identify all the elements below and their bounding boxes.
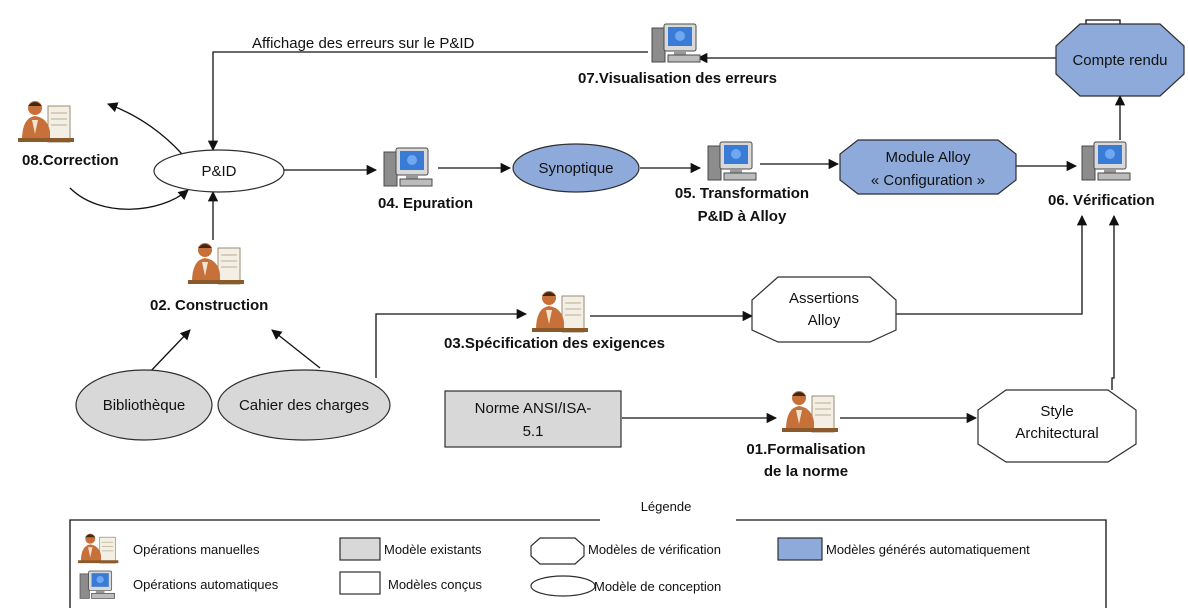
bibliotheque-node: Bibliothèque: [75, 369, 213, 441]
assertions-line2: Alloy: [808, 312, 841, 329]
compte-rendu-node: Compte rendu: [1055, 23, 1185, 97]
edge-bibliotheque-to-construction: [147, 329, 191, 375]
step-correction: 08.Correction: [22, 152, 119, 169]
correction-person-icon: [17, 100, 75, 143]
edge-style-to-verification: [1108, 214, 1120, 390]
step-formalisation-line1: 01.Formalisation: [746, 441, 865, 458]
step-transformation-line2: P&ID à Alloy: [698, 208, 787, 225]
edges: [69, 19, 1126, 424]
legend-title: Légende: [641, 499, 692, 514]
compte-rendu-label: Compte rendu: [1072, 52, 1167, 69]
visualisation-computer-icon: [651, 23, 701, 63]
style-line2: Architectural: [1015, 425, 1098, 442]
edge-assertions-to-verification: [895, 214, 1088, 315]
norme-node: Norme ANSI/ISA- 5.1: [444, 390, 622, 448]
legend-verification-swatch: [530, 537, 585, 565]
edge-cahier-to-specification: [375, 308, 528, 378]
pid-node: P&ID: [153, 149, 285, 193]
pid-label: P&ID: [201, 163, 236, 180]
module-alloy-node: Module Alloy « Configuration »: [839, 139, 1017, 195]
synoptique-node: Synoptique: [512, 143, 640, 193]
construction-person-icon: [187, 242, 245, 285]
step-epuration: 04. Epuration: [378, 195, 473, 212]
formalisation-person-icon: [781, 390, 839, 433]
edge-visualisation-to-pid: [207, 51, 648, 152]
edge-correction-to-pid: [69, 187, 189, 210]
cahier-node: Cahier des charges: [217, 369, 391, 441]
legend-designed-swatch: [339, 571, 381, 595]
edge-label-affichage: Affichage des erreurs sur le P&ID: [252, 35, 474, 52]
cahier-label: Cahier des charges: [239, 397, 369, 414]
legend-auto-icon: [79, 570, 115, 599]
norme-line1: Norme ANSI/ISA-: [475, 400, 592, 417]
transformation-computer-icon: [707, 141, 757, 181]
legend-designed-models: Modèles conçus: [388, 577, 482, 592]
step-specification: 03.Spécification des exigences: [444, 335, 665, 352]
edge-compte-rendu-to-visualisation: [696, 19, 1121, 64]
style-line1: Style: [1040, 403, 1073, 420]
synoptique-label: Synoptique: [538, 160, 613, 177]
module-alloy-line1: Module Alloy: [885, 149, 971, 166]
legend-existing-models: Modèle existants: [384, 542, 482, 557]
legend-auto-generated-swatch: [777, 537, 823, 561]
epuration-computer-icon: [383, 147, 433, 187]
assertions-node: Assertions Alloy: [751, 276, 897, 343]
assertions-line1: Assertions: [789, 290, 859, 307]
style-node: Style Architectural: [977, 389, 1137, 463]
legend-verification-models: Modèles de vérification: [588, 542, 721, 557]
legend: Légende Opérations manuelles Opérations …: [69, 499, 1107, 608]
legend-design-swatch: [530, 575, 596, 597]
module-alloy-line2: « Configuration »: [871, 172, 985, 189]
legend-auto-generated-models: Modèles générés automatiquement: [826, 542, 1030, 557]
step-construction: 02. Construction: [150, 297, 268, 314]
verification-computer-icon: [1081, 141, 1131, 181]
step-verification: 06. Vérification: [1048, 192, 1155, 209]
legend-design-model: Modèle de conception: [594, 579, 721, 594]
legend-manual-icon: [77, 533, 119, 564]
legend-auto-ops: Opérations automatiques: [133, 577, 279, 592]
legend-manual-ops: Opérations manuelles: [133, 542, 260, 557]
bibliotheque-label: Bibliothèque: [103, 397, 186, 414]
norme-line2: 5.1: [523, 423, 544, 440]
specification-person-icon: [531, 290, 589, 333]
edge-cahier-to-construction: [271, 329, 321, 369]
step-transformation-line1: 05. Transformation: [675, 185, 809, 202]
step-formalisation-line2: de la norme: [764, 463, 848, 480]
step-visualisation: 07.Visualisation des erreurs: [578, 70, 777, 87]
edge-pid-to-correction: [107, 102, 183, 155]
legend-existing-swatch: [339, 537, 381, 561]
